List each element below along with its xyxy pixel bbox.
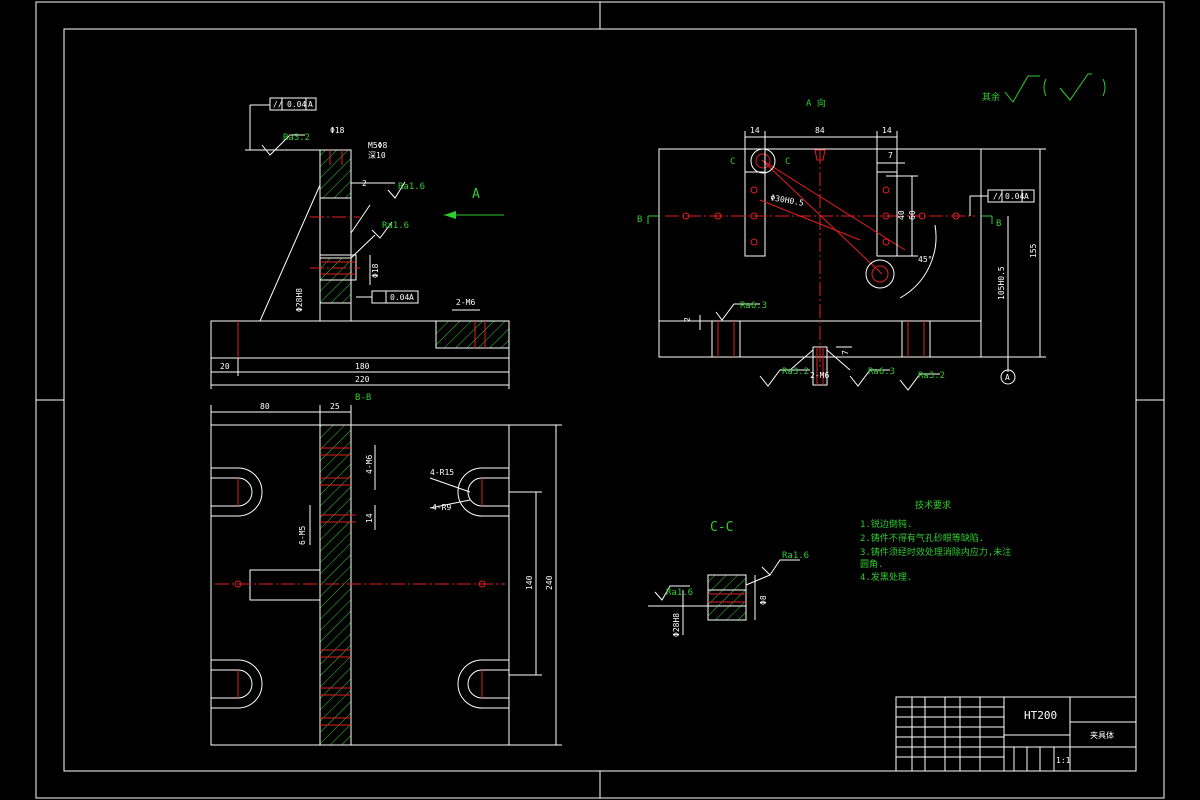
dim-bb-r15: 4-R15 [430, 468, 454, 477]
title-block-part-name: 夹具体 [1090, 730, 1114, 740]
dim-bb-w25: 25 [330, 402, 340, 411]
tech-req-title: 技术要求 [915, 499, 951, 511]
roughness-ra32-c: Ra3.2 [918, 371, 945, 381]
va-tol-datum: A [1024, 192, 1029, 201]
dim-bb-w80: 80 [260, 402, 270, 411]
cut-c-right: C [785, 157, 790, 167]
dim-phi28: Φ28H8 [295, 288, 304, 312]
dim-bb-h240: 240 [545, 575, 554, 590]
dim-bb-h140: 140 [525, 575, 534, 590]
cut-c-left: C [730, 157, 735, 167]
dim-va-14b: 14 [882, 126, 892, 135]
perp-tolerance-value: 0.04 [390, 293, 409, 302]
section-cc [648, 559, 800, 635]
section-bb [210, 405, 562, 746]
dim-2m6: 2-M6 [456, 298, 475, 307]
dim-w220: 220 [355, 375, 370, 384]
view-a-arrow-label: A [472, 187, 480, 202]
tolerance-parallel: // [273, 100, 283, 109]
tech-req-item-1: 1.锐边倒钝. [860, 518, 912, 530]
dim-bb-6m5: 6-M5 [298, 526, 307, 545]
roughness-ra16-a: Ra1.6 [398, 182, 425, 192]
surface-finish-note [1004, 73, 1106, 103]
dim-w180: 180 [355, 362, 370, 371]
drawing-frame [35, 1, 1165, 799]
tolerance-value: 0.04 [287, 100, 306, 109]
view-a-title: A 向 [806, 97, 826, 109]
cut-b-left: B [637, 215, 642, 225]
dim-bb-4m6: 4-M6 [365, 455, 374, 474]
annotations: A A 向 // 0.04 A 0.04 A Φ18 M5Φ8 深10 2 Φ1… [220, 91, 1114, 765]
surface-note-prefix: 其余 [982, 91, 1000, 103]
dim-depth: 深10 [368, 151, 386, 160]
dim-va-40: 40 [897, 210, 906, 220]
va-tol-value: 0.04 [1005, 192, 1024, 201]
dim-va-84: 84 [815, 126, 825, 135]
va-m6-mark: 2-M6 [810, 371, 829, 380]
section-cc-title: C-C [710, 520, 733, 535]
dim-va-7: 7 [888, 151, 893, 160]
va-tol-parallel: // [993, 192, 1003, 201]
tech-req-item-4: 4.发黑处理. [860, 571, 912, 583]
datum-a-symbol: A [1005, 373, 1010, 382]
roughness-cc-ra16b: Ra1.6 [782, 551, 809, 561]
dim-bb-r9: 4-R9 [432, 503, 451, 512]
roughness-ra63-b: Ra6.3 [868, 367, 895, 377]
dim-cc-phi8: Φ8 [759, 595, 768, 605]
dim-va-14a: 14 [750, 126, 760, 135]
dim-va-h155: 155 [1029, 243, 1038, 258]
roughness-cc-ra16: Ra1.6 [666, 588, 693, 598]
cut-b-right: B [996, 219, 1001, 229]
title-block-material: HT200 [1024, 709, 1057, 722]
dim-m5: M5Φ8 [368, 141, 387, 150]
dim-w20: 20 [220, 362, 230, 371]
perp-tolerance-datum: A [409, 293, 414, 302]
dim-cc-phi28: Φ28H8 [672, 613, 681, 637]
dim-va-angle: 45° [918, 255, 932, 264]
bolt-holes [682, 186, 960, 246]
dim-va-2: 2 [683, 317, 692, 322]
front-view [210, 97, 510, 389]
roughness-ra16-b: Ra1.6 [382, 221, 409, 231]
tolerance-datum: A [308, 100, 313, 109]
roughness-ra32-top: Ra3.2 [283, 133, 310, 143]
view-arrow-a [444, 211, 504, 219]
tech-req-item-3b: 圆角. [860, 558, 883, 570]
title-block-scale: 1:1 [1056, 756, 1071, 765]
dim-phi18: Φ18 [371, 263, 380, 278]
title-block [895, 696, 1137, 772]
dim-va-h105: 105H0.5 [997, 266, 1006, 300]
dim-bb-14: 14 [365, 513, 374, 523]
dim-va-60: 60 [908, 210, 917, 220]
dim-two: 2 [362, 179, 367, 188]
roughness-ra32-b: Ra3.2 [782, 367, 809, 377]
section-bb-title: B-B [355, 393, 371, 403]
dim-va-7b: 7 [841, 350, 850, 355]
tech-req-item-2: 2.铸件不得有气孔砂眼等缺陷. [860, 532, 984, 544]
tech-req-item-3: 3.铸件须经时效处理消除内应力,未注 [860, 546, 1011, 558]
roughness-ra63-a: Ra6.3 [740, 301, 767, 311]
view-a [647, 131, 1046, 391]
dim-d18-top: Φ18 [330, 126, 345, 135]
